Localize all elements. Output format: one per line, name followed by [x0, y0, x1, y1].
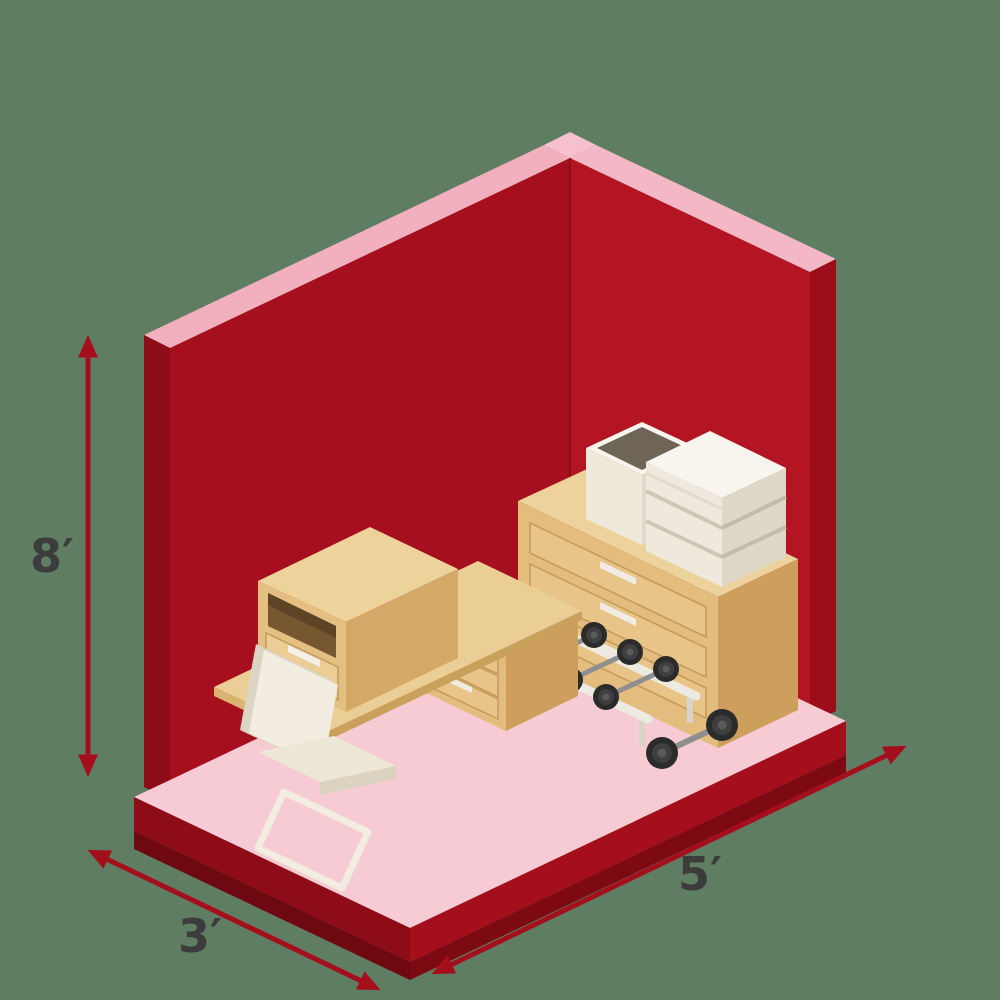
dumbbell-head-hub	[662, 665, 670, 673]
right-wall-end-cap	[810, 259, 836, 724]
box-divider	[645, 519, 723, 559]
left-wall-top-rim	[144, 145, 570, 348]
desk-edge-right	[318, 611, 582, 745]
dresser-side	[718, 559, 798, 748]
cabinet-top	[258, 527, 458, 622]
left-wall-end-cap	[144, 335, 170, 800]
storage-boxes	[645, 431, 787, 587]
boxes-side	[722, 468, 786, 587]
depth-dimension-arrow	[87, 849, 381, 991]
boxes-top	[646, 431, 786, 498]
office-chair	[240, 644, 396, 892]
box-lid-line	[645, 471, 723, 511]
dresser-drawer	[529, 562, 707, 679]
drawer-handle	[600, 602, 636, 626]
dumbbell-head-hub	[717, 720, 727, 730]
box-divider	[645, 489, 723, 530]
chair-seat-edge	[320, 766, 396, 795]
cabinet-shelf-shadow	[268, 593, 336, 638]
dumbbell-head-hub	[626, 648, 634, 656]
right-wall-top-rim	[570, 145, 836, 272]
open-box-interior	[597, 427, 687, 470]
dresser-drawer	[529, 521, 707, 639]
height-label: 8′	[30, 529, 74, 583]
box-divider	[721, 525, 787, 559]
dumbbell-head-hub	[602, 693, 610, 701]
dumbbell-head-hub	[657, 748, 667, 758]
drawer-handle	[288, 645, 320, 667]
cabinet-side	[346, 569, 458, 712]
chair-backrest	[249, 650, 338, 768]
width-label: 5′	[678, 847, 722, 901]
wall-corner-cap	[544, 132, 596, 158]
dumbbell-head-hub	[590, 631, 598, 639]
depth-label: 3′	[178, 909, 222, 963]
chair-seat	[258, 736, 396, 782]
width-dimension-arrow	[431, 745, 907, 975]
dumbbell	[593, 656, 679, 710]
boxes-front	[646, 462, 722, 587]
drawer-handle	[600, 561, 636, 585]
dimension-annotations: 8′ 3′ 5′	[30, 335, 907, 991]
open-box-front	[586, 448, 642, 545]
box-divider	[721, 495, 787, 530]
